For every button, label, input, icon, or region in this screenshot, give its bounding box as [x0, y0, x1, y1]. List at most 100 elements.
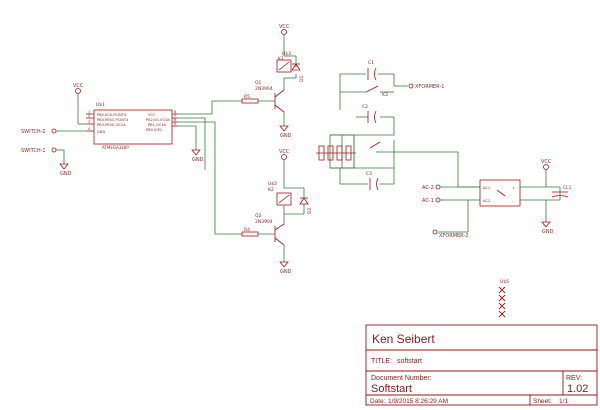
port-xformer-1-label: XFORMER-1	[415, 84, 444, 90]
ic-pin-number: 3	[88, 120, 90, 124]
ic-pin-name: VCC	[148, 113, 156, 117]
gnd-symbol	[191, 149, 201, 156]
title-block-rev-label: REV:	[566, 375, 582, 382]
bridge-pin-label: +	[512, 186, 515, 190]
title-block-rev-value: 1.02	[567, 383, 588, 395]
capacitor-c2-ref: C2	[362, 104, 368, 110]
gnd-label: GND	[280, 269, 292, 275]
resistor-r5[interactable]	[241, 98, 259, 104]
capacitor-cl1-ref: CL1	[563, 185, 572, 191]
ic-pin-name: PB5,SCK,PCINT5	[97, 113, 126, 117]
ic-pin-number: 8	[174, 110, 177, 114]
port-xformer-2[interactable]	[432, 229, 438, 235]
port-switch-2[interactable]	[51, 128, 57, 134]
diode-d2-ref: D2	[307, 208, 313, 214]
transistor-q2-ref: Q2	[255, 213, 262, 219]
port-xformer-2-label: XFORMER-2	[439, 233, 468, 239]
ic-pin-name: PB4,MISO,PCINT4	[97, 118, 129, 122]
ic-pin-number: 7	[174, 114, 176, 118]
port-ac-1-label: AC-1	[422, 198, 434, 204]
bridge-pin-label: AC2	[483, 199, 490, 203]
vcc-symbol	[281, 154, 287, 160]
gnd-label: GND	[542, 229, 554, 235]
header-u5-ref: U$5	[500, 279, 509, 285]
transistor-q1[interactable]	[274, 89, 285, 113]
vcc-label: VCC	[541, 159, 552, 165]
resistor-r5-ref: R5	[244, 94, 250, 100]
port-switch-1-label: SWITCH-1	[21, 148, 46, 154]
transistor-q2-value: 2N3904	[255, 219, 273, 225]
resistor-bank[interactable]	[316, 145, 356, 161]
relay-k2-name: K2	[268, 187, 274, 193]
ic-pin-number: 5	[174, 122, 176, 126]
ic-pin-name: GND	[97, 130, 105, 134]
ic-pin-number: 4	[88, 127, 91, 131]
port-switch-1[interactable]	[51, 147, 57, 153]
title-block-date-label: Date:	[370, 398, 386, 405]
capacitor-cl1[interactable]	[551, 191, 569, 198]
capacitor-c2[interactable]	[367, 110, 377, 124]
wires	[56, 35, 561, 262]
resistor-r4-ref: R4	[244, 227, 250, 233]
relay-k3-ref: K3	[382, 92, 388, 98]
title-block-sheet-label: Sheet:	[533, 398, 552, 405]
vcc-label: VCC	[279, 24, 290, 30]
xformer-ports: XFORMER-1 XFORMER-2 AC-2 AC-1	[408, 83, 468, 239]
resistor-r4[interactable]	[241, 231, 259, 237]
ic-pin-name: PB1,OC1A	[148, 123, 167, 127]
ic-pin-name: PB0,ICP1	[146, 128, 162, 132]
capacitor-c3[interactable]	[369, 177, 379, 191]
ic-ref: U$1	[96, 102, 105, 108]
bridge-rectifier[interactable]	[479, 179, 521, 207]
port-ac-2[interactable]	[435, 184, 441, 190]
title-block-title-label: TITLE:	[371, 358, 392, 365]
port-xformer-1[interactable]	[408, 83, 414, 89]
relay-k2-ref: U$2	[268, 181, 277, 187]
bridge-pin-label: AC1	[483, 186, 490, 190]
port-ac-2-label: AC-2	[422, 185, 434, 191]
gnd-label: GND	[192, 157, 204, 163]
ic-pin-name: PB3,MOSI,OC2A	[97, 123, 126, 127]
ic-pin-number: 1	[88, 110, 90, 114]
relay-contact-k3[interactable]	[365, 85, 381, 149]
relay-k1-ref: U$3	[282, 51, 291, 57]
gnd-symbol	[279, 125, 289, 132]
transistor-q1-ref: Q1	[255, 80, 262, 86]
header-u5[interactable]	[498, 286, 506, 318]
power-symbols	[59, 29, 551, 268]
port-ac-1[interactable]	[435, 197, 441, 203]
capacitor-c1-ref: C1	[368, 60, 374, 66]
ic-pin-name: PB2,SS,OC1B	[146, 118, 170, 122]
relay-k1-name: K1	[278, 56, 284, 62]
ic-value: ATMEGA328P	[102, 145, 129, 150]
gnd-symbol	[279, 261, 289, 268]
title-block-date-value: 1/9/2015 8:26:29 AM	[388, 398, 448, 405]
title-block-docnum-label: Document Number:	[371, 375, 432, 382]
power-labels: VCC VCC VCC VCC GND GND GND GND GND	[60, 24, 554, 275]
gnd-label: GND	[280, 133, 292, 139]
transistor-q2[interactable]	[274, 223, 285, 246]
title-block-sheet-value: 1/1	[559, 398, 568, 405]
bridge-pin-label: -	[512, 199, 514, 203]
diode-d1-ref: D1	[299, 76, 305, 82]
vcc-symbol	[281, 29, 287, 35]
capacitor-c1[interactable]	[367, 67, 377, 81]
capacitor-c3-ref: C3	[366, 171, 372, 177]
ic-pin-number: 2	[88, 114, 90, 118]
title-block-docnum-value: Softstart	[371, 383, 412, 395]
ic-pin-number: 6	[174, 118, 177, 122]
vcc-symbol	[543, 164, 549, 170]
vcc-symbol	[75, 88, 81, 94]
relay-k1[interactable]	[276, 59, 301, 73]
title-block-title-value: softstart	[397, 358, 422, 365]
gnd-symbol	[541, 221, 551, 228]
ic-u1[interactable]: U$1 ATMEGA328P PB5,SCK,PCINT5 PB4,MISO,P…	[86, 102, 178, 150]
title-block	[365, 324, 598, 406]
gnd-label: GND	[60, 171, 72, 177]
relay-k2[interactable]	[276, 192, 309, 206]
switch-ports: SWITCH-2 SWITCH-1	[21, 128, 57, 154]
vcc-label: VCC	[73, 83, 84, 89]
port-switch-2-label: SWITCH-2	[21, 129, 46, 135]
vcc-label: VCC	[279, 149, 290, 155]
